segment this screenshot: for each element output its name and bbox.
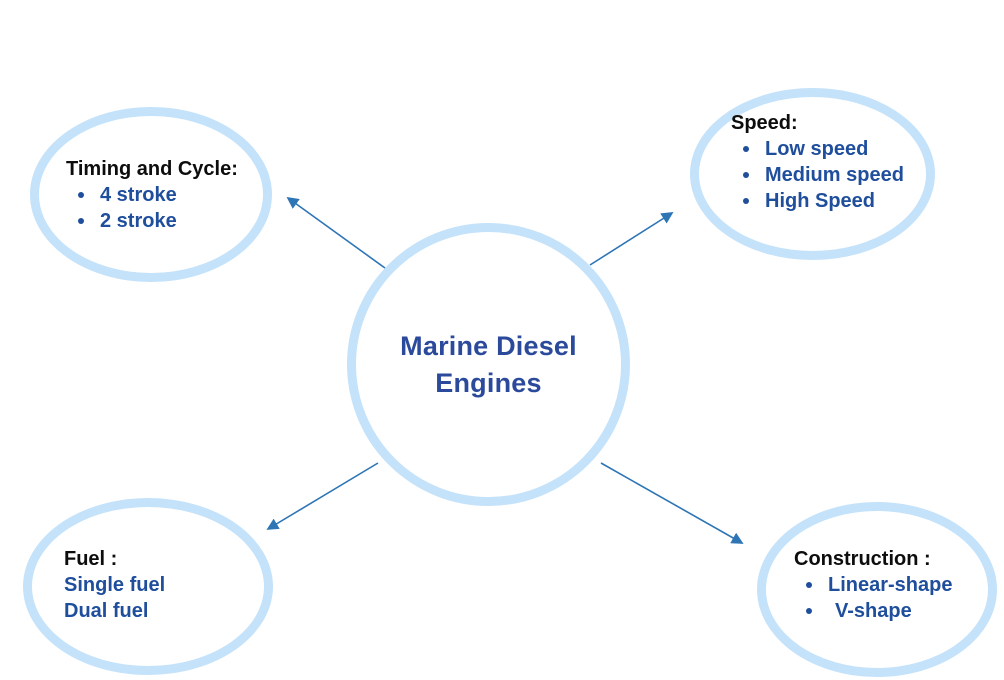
list-item: Dual fuel <box>64 598 165 624</box>
node-speed-text: Speed: Low speed Medium speed High Speed <box>731 110 904 214</box>
node-heading: Speed: <box>731 112 798 134</box>
list-item-label: Medium speed <box>765 164 904 186</box>
bullet-icon <box>806 608 812 614</box>
node-fuel: Fuel : Single fuel Dual fuel <box>23 498 273 675</box>
node-heading: Construction : <box>794 548 931 570</box>
list-item: 2 stroke <box>66 208 238 234</box>
list-item-label: Single fuel <box>64 574 166 596</box>
bullet-icon <box>78 192 84 198</box>
list-item-label: 4 stroke <box>100 184 177 206</box>
list-item-label: Dual fuel <box>64 600 149 622</box>
list-item: High Speed <box>731 188 904 214</box>
arrow-to-fuel <box>266 462 379 530</box>
list-item-label: Linear-shape <box>828 574 953 596</box>
list-item-label: High Speed <box>765 190 876 212</box>
node-speed: Speed: Low speed Medium speed High Speed <box>690 88 935 260</box>
node-construction: Construction : Linear-shape V-shape <box>757 502 997 677</box>
list-item: V-shape <box>794 598 952 624</box>
arrow-to-speed <box>589 212 674 266</box>
bullet-icon <box>743 198 749 204</box>
list-item-label: V-shape <box>835 600 912 622</box>
bullet-icon <box>743 172 749 178</box>
list-item: Linear-shape <box>794 572 952 598</box>
arrow-to-timing <box>286 196 386 269</box>
arrow-to-construction <box>600 462 744 544</box>
node-timing-text: Timing and Cycle: 4 stroke 2 stroke <box>66 156 238 234</box>
bullet-icon <box>78 218 84 224</box>
list-item: Medium speed <box>731 162 904 188</box>
center-node-title: Marine Diesel Engines <box>400 330 577 398</box>
node-fuel-text: Fuel : Single fuel Dual fuel <box>64 546 165 624</box>
list-item-label: Low speed <box>765 138 869 160</box>
list-item-label: 2 stroke <box>100 210 177 232</box>
list-item: Low speed <box>731 136 904 162</box>
node-heading: Timing and Cycle: <box>66 158 238 180</box>
center-node-marine-diesel-engines: Marine Diesel Engines <box>347 223 630 506</box>
node-construction-text: Construction : Linear-shape V-shape <box>794 546 952 624</box>
node-timing-and-cycle: Timing and Cycle: 4 stroke 2 stroke <box>30 107 272 282</box>
node-heading: Fuel : <box>64 548 118 570</box>
list-item: Single fuel <box>64 572 165 598</box>
list-item: 4 stroke <box>66 182 238 208</box>
bullet-icon <box>743 146 749 152</box>
bullet-icon <box>806 582 812 588</box>
